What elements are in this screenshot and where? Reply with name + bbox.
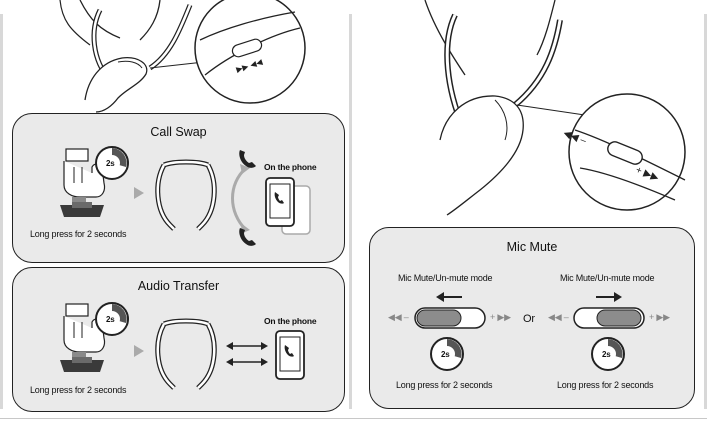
timer-label: 2s (106, 315, 115, 324)
phone-handset-icon-bottom (239, 228, 256, 246)
finger-press-icon (60, 303, 106, 372)
neckband-icon (155, 318, 217, 390)
arrow-right-icon (596, 292, 622, 302)
on-the-phone-label: On the phone (264, 162, 317, 172)
play-arrow-icon (134, 345, 144, 357)
page-divider-center (349, 14, 352, 409)
arrow-left-icon (436, 292, 462, 302)
long-press-label-right: Long press for 2 seconds (557, 380, 654, 390)
timer-label-right: 2s (602, 350, 611, 359)
page-bottom-rule (0, 418, 707, 419)
timer-label-left: 2s (441, 350, 450, 359)
smartphone-icon (265, 177, 311, 235)
neck-wearing-illustration-left: ▶▶ ◀◀ (59, 0, 306, 113)
minus-rewind-label: ◀◀ – (548, 312, 569, 322)
minus-rewind-label: ◀◀ – (388, 312, 409, 322)
or-label: Or (523, 313, 535, 325)
phone-handset-icon-top (239, 150, 256, 168)
timer-label: 2s (106, 159, 115, 168)
timer-icon (95, 302, 129, 336)
smartphone-icon (275, 330, 305, 380)
timer-icon (95, 146, 129, 180)
plus-forward-label: + ▶▶ (649, 312, 670, 322)
audio-transfer-title: Audio Transfer (137, 279, 220, 293)
play-arrow-icon (134, 187, 144, 199)
mode-label-right: Mic Mute/Un-mute mode (560, 273, 655, 283)
plus-forward-label: + ▶▶ (490, 312, 511, 322)
page-divider-left (0, 14, 3, 409)
transfer-arrows-icon (226, 342, 268, 366)
mic-mute-title: Mic Mute (506, 240, 558, 254)
mute-slider-left (414, 307, 486, 329)
neck-wearing-illustration-right: ◀◀ – + ▶▶ (424, 0, 686, 216)
finger-press-icon (60, 148, 106, 217)
mode-label-left: Mic Mute/Un-mute mode (398, 273, 493, 283)
call-swap-title: Call Swap (150, 125, 207, 139)
long-press-label-left: Long press for 2 seconds (396, 380, 493, 390)
long-press-label: Long press for 2 seconds (30, 229, 127, 239)
neckband-icon (155, 159, 217, 231)
on-the-phone-label: On the phone (264, 316, 317, 326)
timer-icon-right (591, 337, 625, 371)
page-divider-right (704, 14, 707, 409)
mute-slider-right (573, 307, 645, 329)
long-press-label: Long press for 2 seconds (30, 385, 127, 395)
timer-icon-left (430, 337, 464, 371)
